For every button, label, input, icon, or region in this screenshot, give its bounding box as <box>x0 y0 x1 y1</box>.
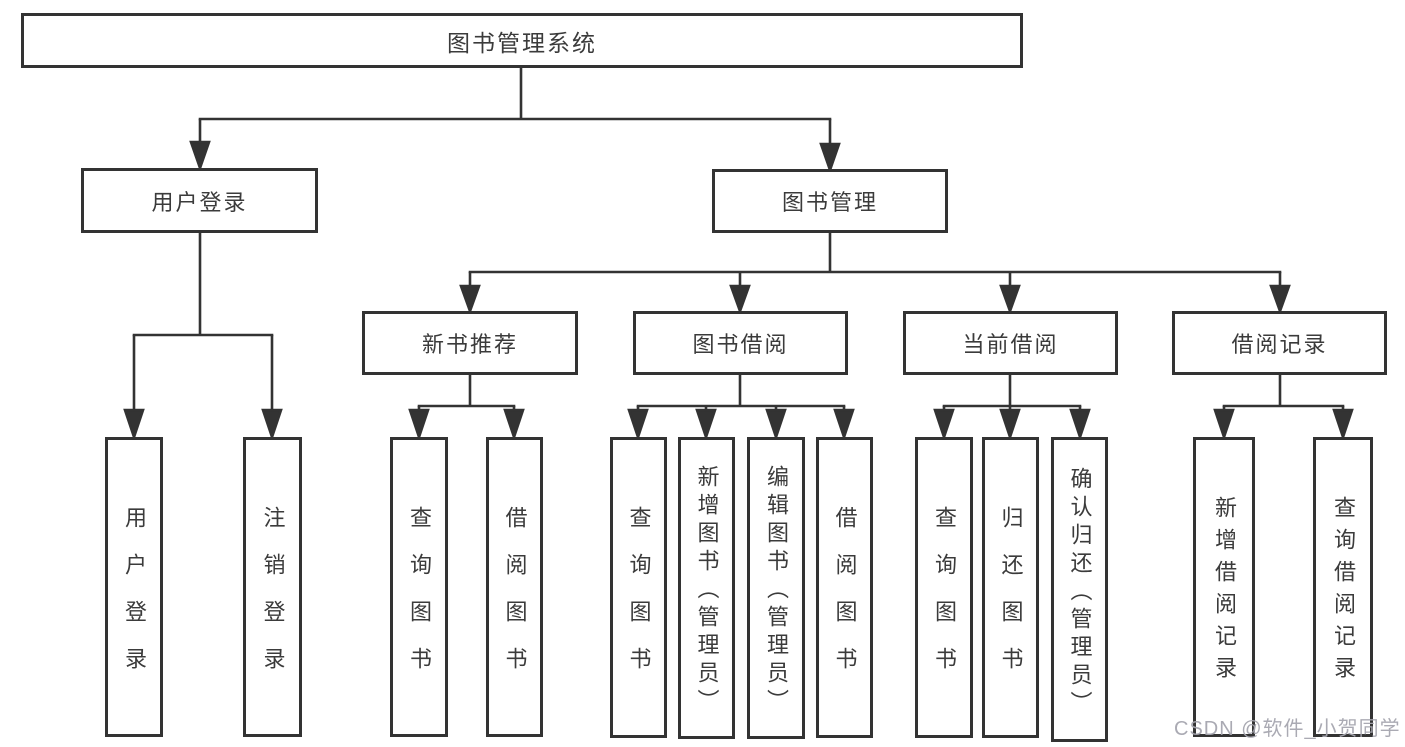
leaf-query-books-1: 查询图书 <box>390 437 448 737</box>
leaf-confirm-return-admin: 确认归还（管理员） <box>1051 437 1108 742</box>
node-label: 注销登录 <box>260 505 286 694</box>
csdn-watermark: CSDN @软件_小贺同学 <box>1174 718 1401 740</box>
node-new-book-recommendation: 新书推荐 <box>362 311 578 375</box>
leaf-borrow-books-2: 借阅图书 <box>816 437 873 738</box>
node-label: 用户登录 <box>122 505 147 694</box>
node-label: 借阅记录 <box>1231 332 1328 357</box>
node-current-borrowing: 当前借阅 <box>903 311 1118 375</box>
node-book-management-branch: 图书管理 <box>712 169 948 233</box>
node-label: 当前借阅 <box>962 332 1059 357</box>
leaf-add-books-admin: 新增图书（管理员） <box>678 437 735 739</box>
node-label: 借阅图书 <box>502 505 528 694</box>
leaf-return-books: 归还图书 <box>982 437 1039 738</box>
node-borrowing-records: 借阅记录 <box>1172 311 1387 375</box>
node-label: 确认归还（管理员） <box>1067 466 1093 719</box>
node-user-login-branch: 用户登录 <box>81 168 318 233</box>
node-label: 新增图书（管理员） <box>694 465 720 717</box>
node-label: 查询图书 <box>626 506 652 694</box>
leaf-query-books-3: 查询图书 <box>915 437 973 738</box>
node-library-management-system: 图书管理系统 <box>21 13 1023 68</box>
node-label: 用户登录 <box>151 189 248 215</box>
leaf-user-login: 用户登录 <box>105 437 163 737</box>
node-book-borrowing: 图书借阅 <box>633 311 848 375</box>
leaf-query-borrow-record: 查询借阅记录 <box>1313 437 1373 737</box>
node-label: 新增借阅记录 <box>1212 496 1237 688</box>
leaf-logout: 注销登录 <box>243 437 302 737</box>
leaf-add-borrow-record: 新增借阅记录 <box>1193 437 1255 737</box>
node-label: 图书借阅 <box>692 332 789 357</box>
node-label: 编辑图书（管理员） <box>764 465 789 717</box>
node-label: 查询图书 <box>932 506 957 694</box>
node-label: 借阅图书 <box>832 506 858 694</box>
leaf-borrow-books-1: 借阅图书 <box>486 437 543 737</box>
node-label: 图书管理系统 <box>447 29 597 56</box>
node-label: 查询图书 <box>407 505 432 694</box>
node-label: 图书管理 <box>781 190 878 215</box>
leaf-query-books-2: 查询图书 <box>610 437 667 738</box>
leaf-edit-books-admin: 编辑图书（管理员） <box>747 437 805 739</box>
node-label: 归还图书 <box>998 506 1024 694</box>
node-label: 新书推荐 <box>421 332 518 357</box>
node-label: 查询借阅记录 <box>1331 496 1356 688</box>
